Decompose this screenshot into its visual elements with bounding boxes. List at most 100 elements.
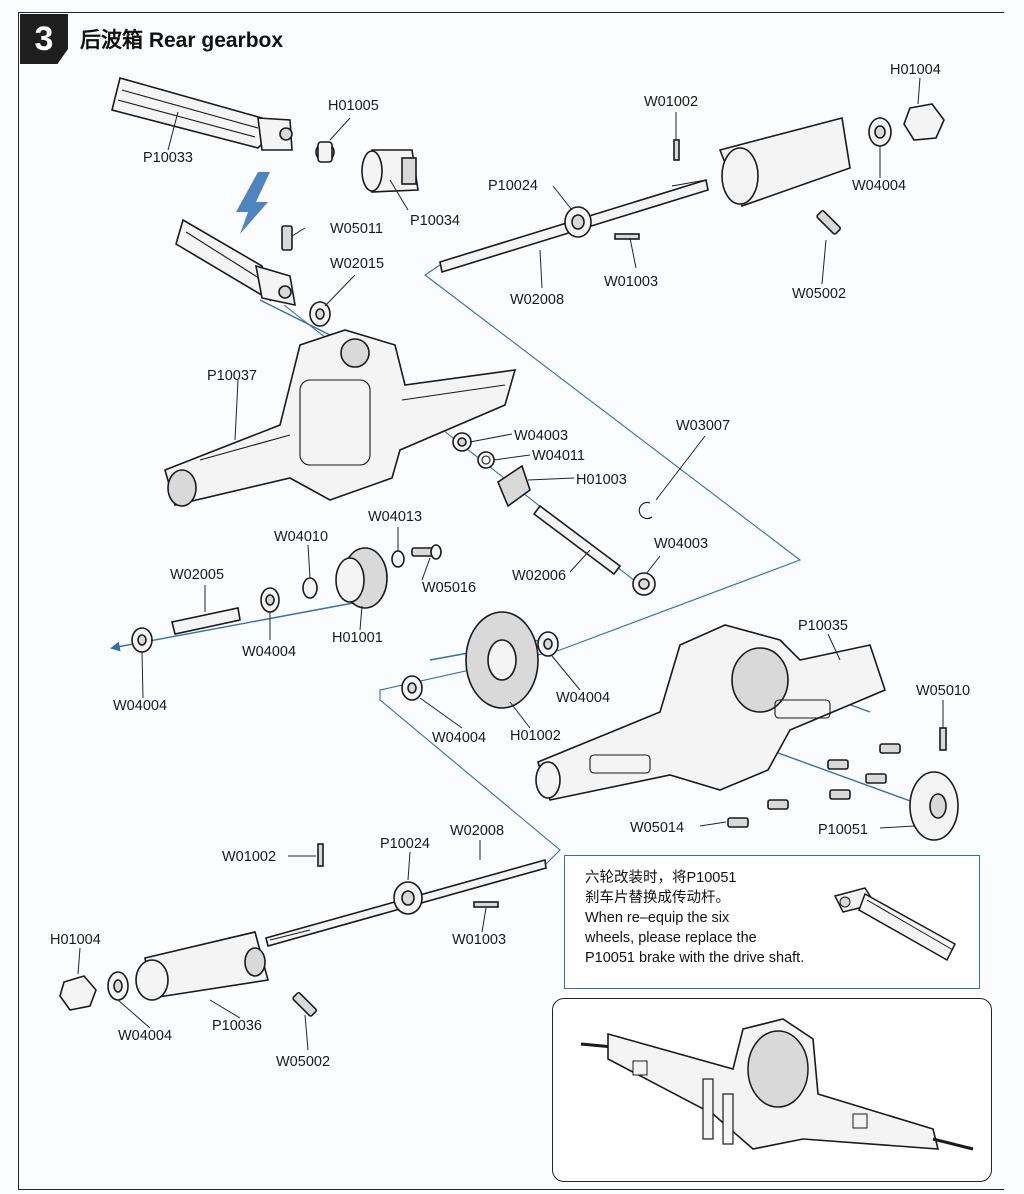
- washer-W04011: [477, 451, 495, 469]
- label-W02008-b: W02008: [450, 823, 504, 839]
- pin-W01002-a: [673, 139, 680, 161]
- label-W04003-b: W04003: [654, 536, 708, 552]
- spur-gear-H01001: [335, 547, 388, 609]
- label-W01003-a: W01003: [604, 274, 658, 290]
- label-W03007: W03007: [676, 418, 730, 434]
- label-W02005: W02005: [170, 567, 224, 583]
- label-P10037: P10037: [207, 368, 257, 384]
- label-P10024-b: P10024: [380, 836, 430, 852]
- label-W05014: W05014: [630, 820, 684, 836]
- label-H01005: H01005: [328, 98, 379, 114]
- washer-W04010: [302, 577, 318, 599]
- bearing-W04004-e: [401, 675, 423, 701]
- u-joint-yoke-P10034: [361, 149, 419, 193]
- label-W04004-c: W04004: [852, 178, 906, 194]
- pin-W01003-b: [473, 901, 499, 908]
- label-W04004-a: W04004: [242, 644, 296, 660]
- bearing-W04004-f: [107, 971, 129, 1001]
- shaft-assembled: [175, 218, 296, 307]
- note-line-cn-1: 六轮改装时，将P10051: [585, 870, 737, 886]
- screw-W05010: [939, 727, 947, 751]
- hex-hub-H01004-b: [59, 975, 97, 1011]
- note-line-cn-2: 刹车片替换成传动杆。: [585, 890, 730, 906]
- bearing-W04004-a: [260, 587, 280, 613]
- bearing-W04003-a: [452, 432, 472, 452]
- bearing-W04004-c: [868, 117, 892, 147]
- screw-W05016: [411, 544, 442, 560]
- note-line-en-3: P10051 brake with the drive shaft.: [585, 950, 805, 966]
- shaft-W02006: [532, 504, 622, 576]
- label-H01003: H01003: [576, 472, 627, 488]
- label-P10036: P10036: [212, 1018, 262, 1034]
- hub-housing-top: [718, 117, 851, 208]
- u-joint-cross-H01005: [315, 141, 335, 163]
- label-W04013: W04013: [368, 509, 422, 525]
- label-W04004-e: W04004: [432, 730, 486, 746]
- drive-shaft-illustration: [833, 887, 956, 962]
- label-H01002: H01002: [510, 728, 561, 744]
- screw-W05002-b: [292, 992, 317, 1017]
- note-text: 六轮改装时，将P10051 刹车片替换成传动杆。 When re–equip t…: [585, 868, 865, 968]
- drive-shaft-P10033: [111, 77, 293, 151]
- label-W05002-a: W05002: [792, 286, 846, 302]
- step-number-badge: 3: [20, 14, 68, 64]
- bearing-W04003-b: [632, 572, 656, 596]
- label-H01004-a: H01004: [890, 62, 941, 78]
- assembled-axle-illustration: [580, 1018, 974, 1151]
- note-line-en-1: When re–equip the six: [585, 910, 730, 926]
- label-W01002-a: W01002: [644, 94, 698, 110]
- screw-W05011: [281, 225, 293, 251]
- bushing-W02015: [309, 301, 331, 327]
- label-P10051: P10051: [818, 822, 868, 838]
- move-down-arrow: [236, 172, 270, 234]
- label-H01004-b: H01004: [50, 932, 101, 948]
- label-W05002-b: W05002: [276, 1054, 330, 1070]
- label-H01001: H01001: [332, 630, 383, 646]
- label-W01002-b: W01002: [222, 849, 276, 865]
- label-W05011: W05011: [330, 221, 383, 237]
- e-clip-W03007: [638, 501, 653, 520]
- label-W04010: W04010: [274, 529, 328, 545]
- label-P10035: P10035: [798, 618, 848, 634]
- brake-disc-P10051: [909, 771, 959, 841]
- label-W02006: W02006: [512, 568, 566, 584]
- label-W05016: W05016: [422, 580, 476, 596]
- label-P10024-a: P10024: [488, 178, 538, 194]
- washer-W04013: [391, 550, 405, 568]
- pin-W01002-b: [317, 843, 324, 867]
- label-W04003-a: W04003: [514, 428, 568, 444]
- bearing-P10024-b: [393, 881, 423, 915]
- note-line-en-2: wheels, please replace the: [585, 930, 757, 946]
- six-wheel-note-box: 六轮改装时，将P10051 刹车片替换成传动杆。 When re–equip t…: [564, 855, 980, 989]
- label-W02008-a: W02008: [510, 292, 564, 308]
- section-title: 后波箱 Rear gearbox: [80, 29, 284, 52]
- pinion-gear-H01003: [497, 464, 531, 508]
- hex-hub-H01004-a: [903, 103, 945, 141]
- label-W04004-d: W04004: [556, 690, 610, 706]
- hub-housing-P10036: [135, 931, 270, 1001]
- bearing-P10024-a: [564, 206, 592, 238]
- screw-W05002-a: [816, 210, 841, 235]
- label-P10033: P10033: [143, 150, 193, 166]
- label-W04011: W04011: [532, 448, 585, 464]
- axle-assembly-P10035: [535, 624, 886, 801]
- bearing-W04004-b: [131, 627, 153, 653]
- label-W05010: W05010: [916, 683, 970, 699]
- ring-gear-H01002: [465, 611, 539, 709]
- bearing-W04004-d: [537, 631, 559, 657]
- screws-W05014: [727, 743, 901, 828]
- page-frame: [18, 12, 1004, 1190]
- label-P10034: P10034: [410, 213, 460, 229]
- pin-W01003-a: [614, 233, 640, 240]
- label-W04004-f: W04004: [118, 1028, 172, 1044]
- label-W02015: W02015: [330, 256, 384, 272]
- shaft-W02005: [171, 607, 241, 635]
- label-W01003-b: W01003: [452, 932, 506, 948]
- gearbox-housing-P10037: [164, 329, 517, 507]
- assembled-axle-view: [552, 998, 992, 1182]
- leader-lines: [77, 77, 944, 1051]
- label-W04004-b: W04004: [113, 698, 167, 714]
- assembly-guide-lines: [110, 264, 936, 866]
